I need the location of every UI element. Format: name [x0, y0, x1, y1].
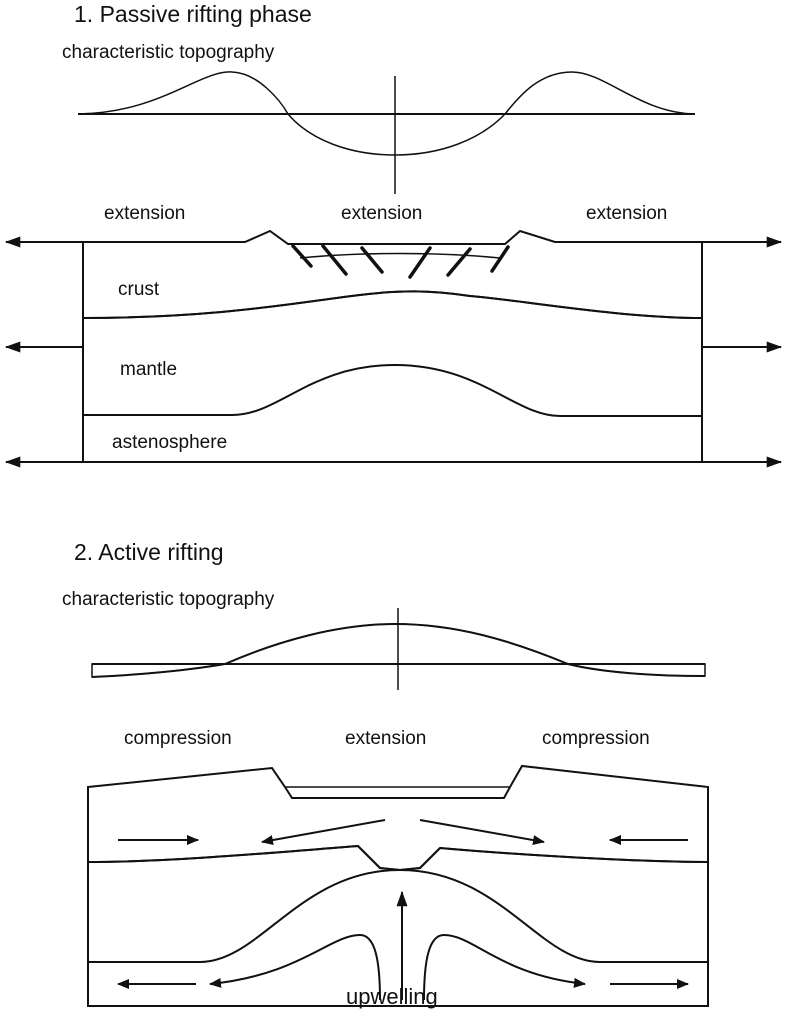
convection-arrow-right-inner	[423, 933, 586, 1001]
active-mantle	[87, 844, 709, 963]
compression-label-left: compression	[124, 728, 232, 749]
upwelling-label: upwelling	[346, 984, 438, 1009]
active-section: 2. Active rifting characteristic topogra…	[62, 539, 709, 1009]
active-crust	[87, 764, 709, 872]
passive-lithosphere-block	[82, 229, 703, 463]
mantle-label: mantle	[120, 359, 177, 380]
passive-title: 1. Passive rifting phase	[74, 1, 312, 27]
passive-topo-label: characteristic topography	[62, 42, 275, 63]
extension-label-center: extension	[341, 203, 422, 224]
active-topography-profile	[91, 608, 706, 690]
passive-mantle	[82, 290, 703, 417]
asthenosphere-label: astenosphere	[112, 432, 227, 453]
passive-crust	[82, 229, 703, 320]
normal-faults	[291, 244, 510, 279]
compression-label-right: compression	[542, 728, 650, 749]
mantle-label-bg	[114, 356, 220, 382]
active-title: 2. Active rifting	[74, 539, 224, 565]
upwelling-arrows	[117, 890, 689, 1001]
crust-label: crust	[118, 279, 160, 300]
extension-label-left: extension	[104, 203, 185, 224]
active-topo-label: characteristic topography	[62, 589, 275, 610]
extension-label-active: extension	[345, 728, 426, 749]
passive-topography-profile	[77, 71, 696, 194]
passive-section: 1. Passive rifting phase characteristic …	[4, 1, 783, 468]
extension-label-right: extension	[586, 203, 667, 224]
convection-arrow-left-inner	[209, 933, 381, 1001]
crust-flow-arrows	[118, 819, 688, 846]
active-lithosphere-block	[87, 764, 709, 1007]
extension-arrows	[4, 236, 783, 468]
